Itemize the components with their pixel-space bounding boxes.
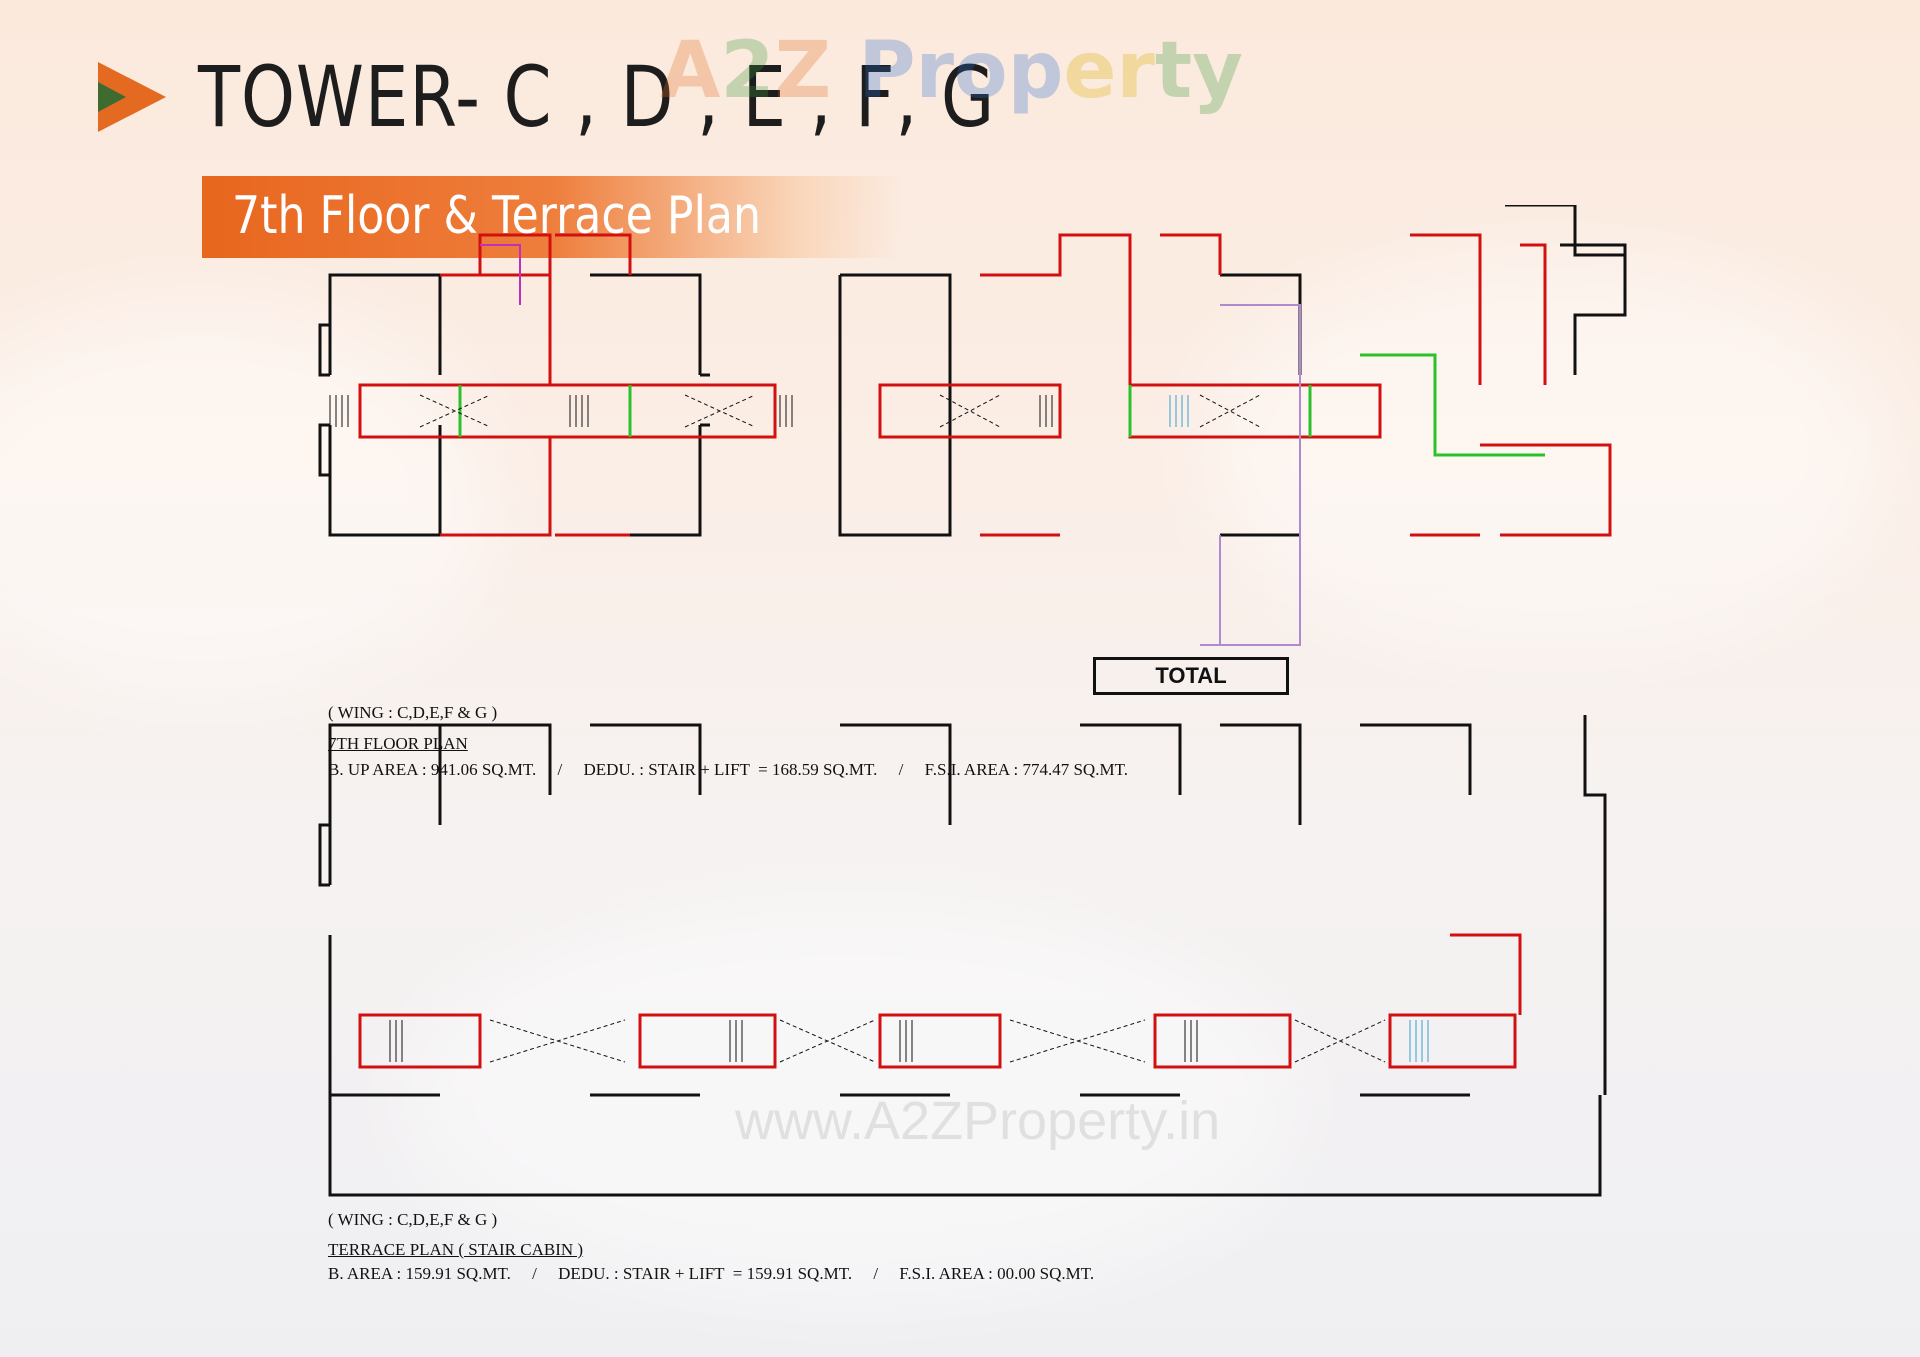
terrace-area-line: B. AREA : 159.91 SQ.MT. / DEDU. : STAIR …	[328, 1264, 1095, 1283]
floor-wing-label: ( WING : C,D,E,F & G )	[328, 703, 498, 722]
logo-watermark: A2Z Property	[660, 26, 1243, 116]
total-label: TOTAL	[1093, 657, 1289, 695]
terrace-wing-label: ( WING : C,D,E,F & G )	[328, 1210, 498, 1229]
page-title: TOWER- C , D , E , F, G	[198, 48, 996, 146]
floor-plan-title: 7TH FLOOR PLAN	[328, 734, 468, 753]
terrace-plan-title: TERRACE PLAN ( STAIR CABIN )	[328, 1240, 584, 1259]
url-watermark: www.A2ZProperty.in	[735, 1091, 1221, 1151]
terrace-plan-drawing	[318, 715, 1607, 1197]
floor-area-line: B. UP AREA : 941.06 SQ.MT. / DEDU. : STA…	[328, 760, 1128, 779]
seventh-floor-plan-drawing	[318, 205, 1627, 646]
subtitle-banner	[202, 176, 902, 258]
title-arrow-inner-icon	[98, 82, 126, 112]
